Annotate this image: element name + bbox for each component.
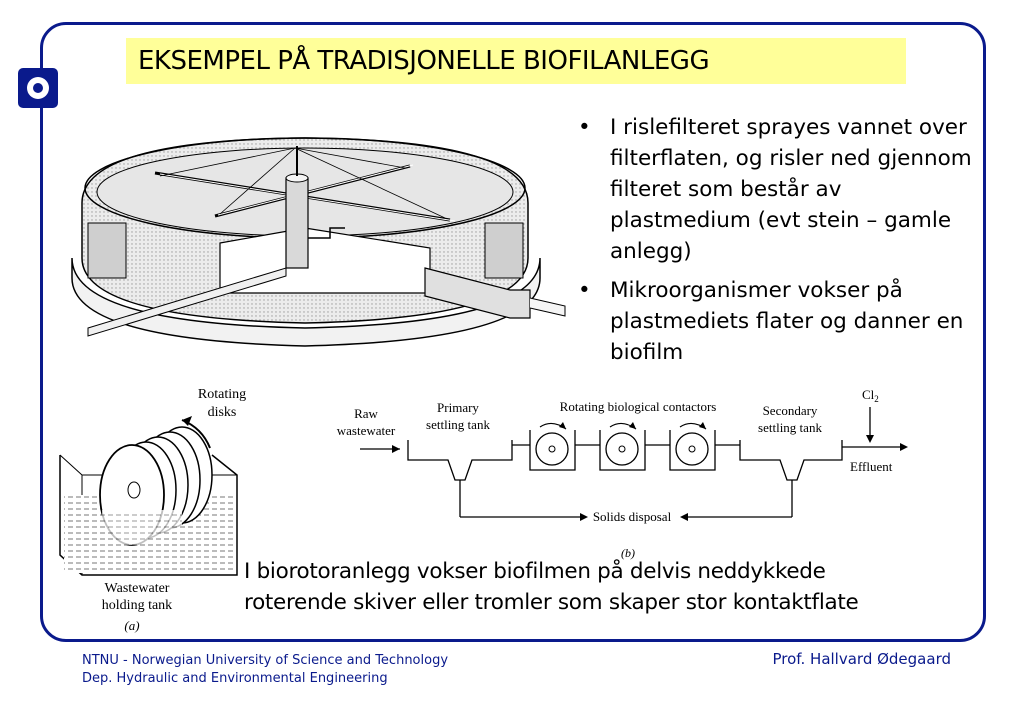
- bullet-list: • I rislefilteret sprayes vannet over fi…: [578, 112, 978, 376]
- bullet-item-trickling-filter: • I rislefilteret sprayes vannet over fi…: [578, 112, 978, 267]
- secondary-label-line2: settling tank: [758, 420, 822, 435]
- rbc-process-diagram: Raw wastewater Primary settling tank Rot…: [337, 387, 908, 560]
- footer-line1: NTNU - Norwegian University of Science a…: [82, 653, 449, 668]
- bullet-item-biofilm: • Mikroorganismer vokser på plastmediets…: [578, 275, 978, 368]
- diagram-a-tag: (a): [124, 618, 139, 633]
- rotating-label-line1: Rotating: [198, 387, 246, 402]
- tank-label-line2: holding tank: [102, 598, 172, 613]
- effluent-label: Effluent: [850, 459, 893, 474]
- primary-label-line1: Primary: [437, 400, 479, 415]
- ntnu-logo-icon: [18, 68, 58, 108]
- footer-author: Prof. Hallvard Ødegaard: [772, 650, 951, 668]
- chlorine-label: Cl2: [862, 387, 879, 404]
- page-title: EKSEMPEL PÅ TRADISJONELLE BIOFILANLEGG: [126, 38, 906, 84]
- caption-line2: roterende skiver eller tromler som skape…: [244, 590, 859, 615]
- secondary-label-line1: Secondary: [763, 403, 818, 418]
- raw-label-line2: wastewater: [337, 423, 396, 438]
- bullet-text: I rislefilteret sprayes vannet over filt…: [610, 115, 972, 264]
- footer-line2: Dep. Hydraulic and Environmental Enginee…: [82, 671, 388, 686]
- rotating-disks-diagram: Rotating disks Wastewater holding tank (…: [59, 387, 246, 633]
- tank-label-line1: Wastewater: [105, 581, 170, 596]
- bullet-symbol: •: [578, 278, 591, 303]
- rotating-label-line2: disks: [208, 405, 237, 420]
- primary-label-line2: settling tank: [426, 417, 490, 432]
- rbc-label: Rotating biological contactors: [560, 399, 717, 414]
- footer-institution: NTNU - Norwegian University of Science a…: [82, 652, 448, 688]
- caption-line1: I biorotoranlegg vokser biofilmen på del…: [244, 559, 826, 584]
- trickling-filter-illustration: [71, 137, 566, 347]
- slide-frame: [40, 22, 986, 642]
- solids-label: Solids disposal: [593, 509, 672, 524]
- bullet-text: Mikroorganismer vokser på plastmediets f…: [610, 278, 964, 365]
- bullet-symbol: •: [578, 115, 591, 140]
- rbc-caption: I biorotoranlegg vokser biofilmen på del…: [244, 556, 1004, 618]
- diagram-b-tag: (b): [621, 546, 635, 560]
- raw-label-line1: Raw: [354, 406, 378, 421]
